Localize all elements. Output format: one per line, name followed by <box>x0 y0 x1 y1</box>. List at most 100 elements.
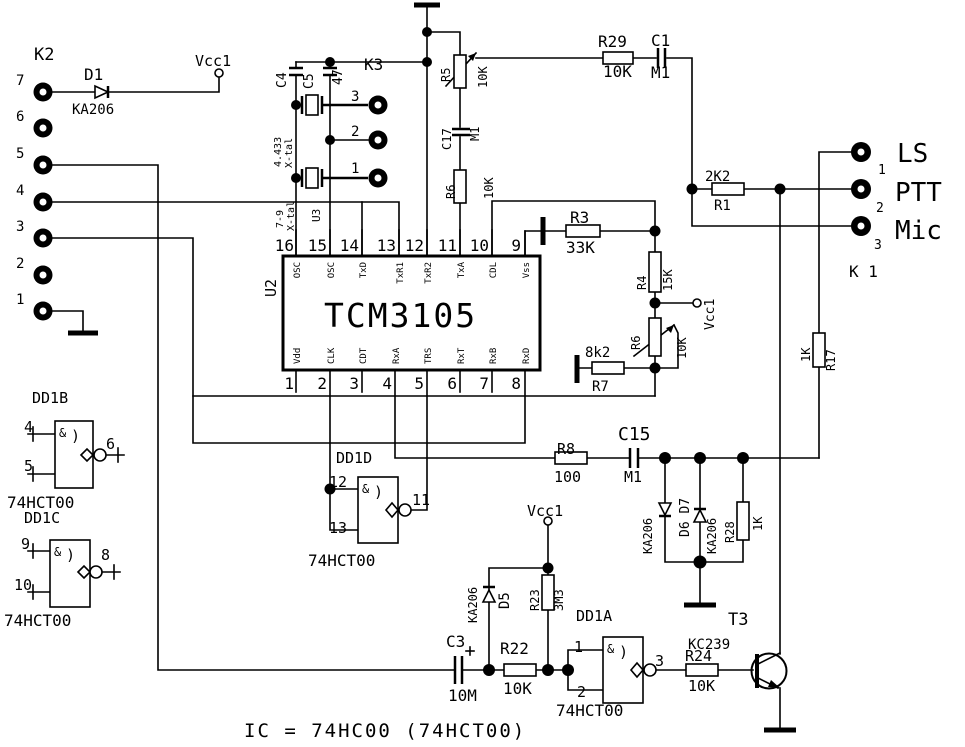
ref-c1: C1 <box>651 31 670 50</box>
ref-u3: U3 <box>310 209 323 222</box>
ic-pin-name: RxT <box>457 347 467 364</box>
ref-r17: R17 <box>824 349 838 371</box>
ic-pin-number: 6 <box>447 374 457 393</box>
vcc1-terminal <box>214 68 224 78</box>
value-d5: KA206 <box>466 587 480 623</box>
k3-pin-number: 1 <box>351 161 359 177</box>
ic-pin-number: 12 <box>405 236 424 255</box>
vcc1-label: Vcc1 <box>703 299 718 330</box>
ic-pin-name: RxA <box>392 347 402 364</box>
diode-d1 <box>94 84 110 100</box>
capacitor-c5 <box>323 66 337 77</box>
ic-pin-name: Vdd <box>293 348 303 364</box>
crystal-xtal-bottom <box>300 167 324 189</box>
k1-pin-number: 1 <box>878 163 886 178</box>
k1-pin-number: 3 <box>874 238 882 253</box>
connector-k2-label: K2 <box>34 45 54 65</box>
and-symbol: & <box>607 642 615 656</box>
k1-signal-mic: Mic <box>895 216 942 246</box>
k1-signal-ls: LS <box>897 139 928 169</box>
xtal2-label: X-tal <box>286 201 297 231</box>
ic-pin-name: TRS <box>424 348 434 364</box>
ref-d5: D5 <box>497 592 513 609</box>
and-symbol: & <box>54 545 62 559</box>
ic-pin-number: 5 <box>414 374 424 393</box>
k1-signal-ptt: PTT <box>895 178 942 208</box>
ref-d1: D1 <box>84 65 103 84</box>
and-symbol-arc: ) <box>66 546 75 564</box>
gate-name-dd1a: DD1A <box>576 607 612 625</box>
connector-k3-pads <box>368 95 388 188</box>
component-bodies <box>49 51 826 704</box>
and-symbol: & <box>362 482 370 496</box>
pot-arrow-r6 <box>666 325 674 333</box>
gate-pin: 2 <box>577 683 586 701</box>
resistor-r6pot <box>648 317 662 357</box>
value-r29: 10K <box>603 62 632 81</box>
resistor-r23 <box>541 574 555 611</box>
ic-pin-name: RxB <box>489 348 499 364</box>
gate-name-dd1b: DD1B <box>32 389 68 407</box>
value-d1: KA206 <box>72 102 114 118</box>
gate-part-dd1d: 74HCT00 <box>308 551 375 570</box>
connector-k3-label: K3 <box>364 55 383 74</box>
value-r8: 100 <box>554 468 581 486</box>
gate-pin: 13 <box>329 519 347 537</box>
and-symbol-arc: ) <box>374 483 383 501</box>
capacitor-c3 <box>453 646 475 684</box>
transistor-t3 <box>750 652 788 690</box>
ic-pin-number: 8 <box>511 374 521 393</box>
vcc1-terminal <box>692 298 702 308</box>
connector-k2-pads <box>33 82 53 321</box>
value-r24: 10K <box>688 677 715 695</box>
ic-pin-number: 7 <box>479 374 489 393</box>
value-d7: KA206 <box>705 518 719 554</box>
value-r6tx: 10K <box>482 177 496 199</box>
capacitor-c1 <box>656 48 667 68</box>
ic-part-name: TCM3105 <box>324 296 477 335</box>
gate-pin: 10 <box>14 576 32 594</box>
k2-pin-number: 3 <box>16 219 24 235</box>
value-c17: M1 <box>468 127 482 141</box>
value-c3: 10M <box>448 686 477 705</box>
ic-pin-number: 13 <box>377 236 396 255</box>
resistor-r6tx <box>453 169 467 204</box>
gate-dd1c <box>49 539 103 608</box>
resistor-r24 <box>685 663 719 677</box>
resistor-r22 <box>503 663 537 677</box>
ic-pin-stubs <box>295 229 526 257</box>
resistor-r29 <box>602 51 634 65</box>
junctions <box>291 27 786 676</box>
ic-pin-number: 10 <box>470 236 489 255</box>
ic-pin-name: TxR2 <box>424 262 434 284</box>
resistor-r8 <box>554 451 588 465</box>
diode-d5 <box>481 585 497 603</box>
ref-r8: R8 <box>557 440 575 458</box>
ref-r23: R23 <box>528 589 542 611</box>
and-symbol-arc: ) <box>619 643 628 661</box>
gate-pin: 1 <box>574 638 583 656</box>
ic-pin-number: 16 <box>275 236 294 255</box>
value-c15: M1 <box>624 468 642 486</box>
resistor-r17 <box>812 332 826 368</box>
diode-d7 <box>692 507 708 523</box>
value-r28: 1K <box>751 516 765 531</box>
value-r22: 10K <box>503 679 532 698</box>
value-r7: 8k2 <box>585 345 610 361</box>
gate-pin: 5 <box>24 457 33 475</box>
schematic-caption: IC = 74HC00 (74HCT00) <box>244 720 526 742</box>
gate-part-dd1c: 74HCT00 <box>4 611 71 630</box>
value-t3: KC239 <box>688 637 730 653</box>
ref-d6-d7: D6 D7 <box>678 498 693 537</box>
ic-pin-name: TxD <box>359 262 369 278</box>
gate-pin: 3 <box>655 652 664 670</box>
and-symbol-arc: ) <box>71 427 80 445</box>
ref-r6tx: R6 <box>444 185 458 199</box>
xtal1-label: X-tal <box>284 138 295 168</box>
gate-dd1d <box>357 476 412 544</box>
k3-pin-number: 2 <box>351 124 359 140</box>
connector-k1-label: K 1 <box>849 262 878 281</box>
ref-c3: C3 <box>446 632 465 651</box>
